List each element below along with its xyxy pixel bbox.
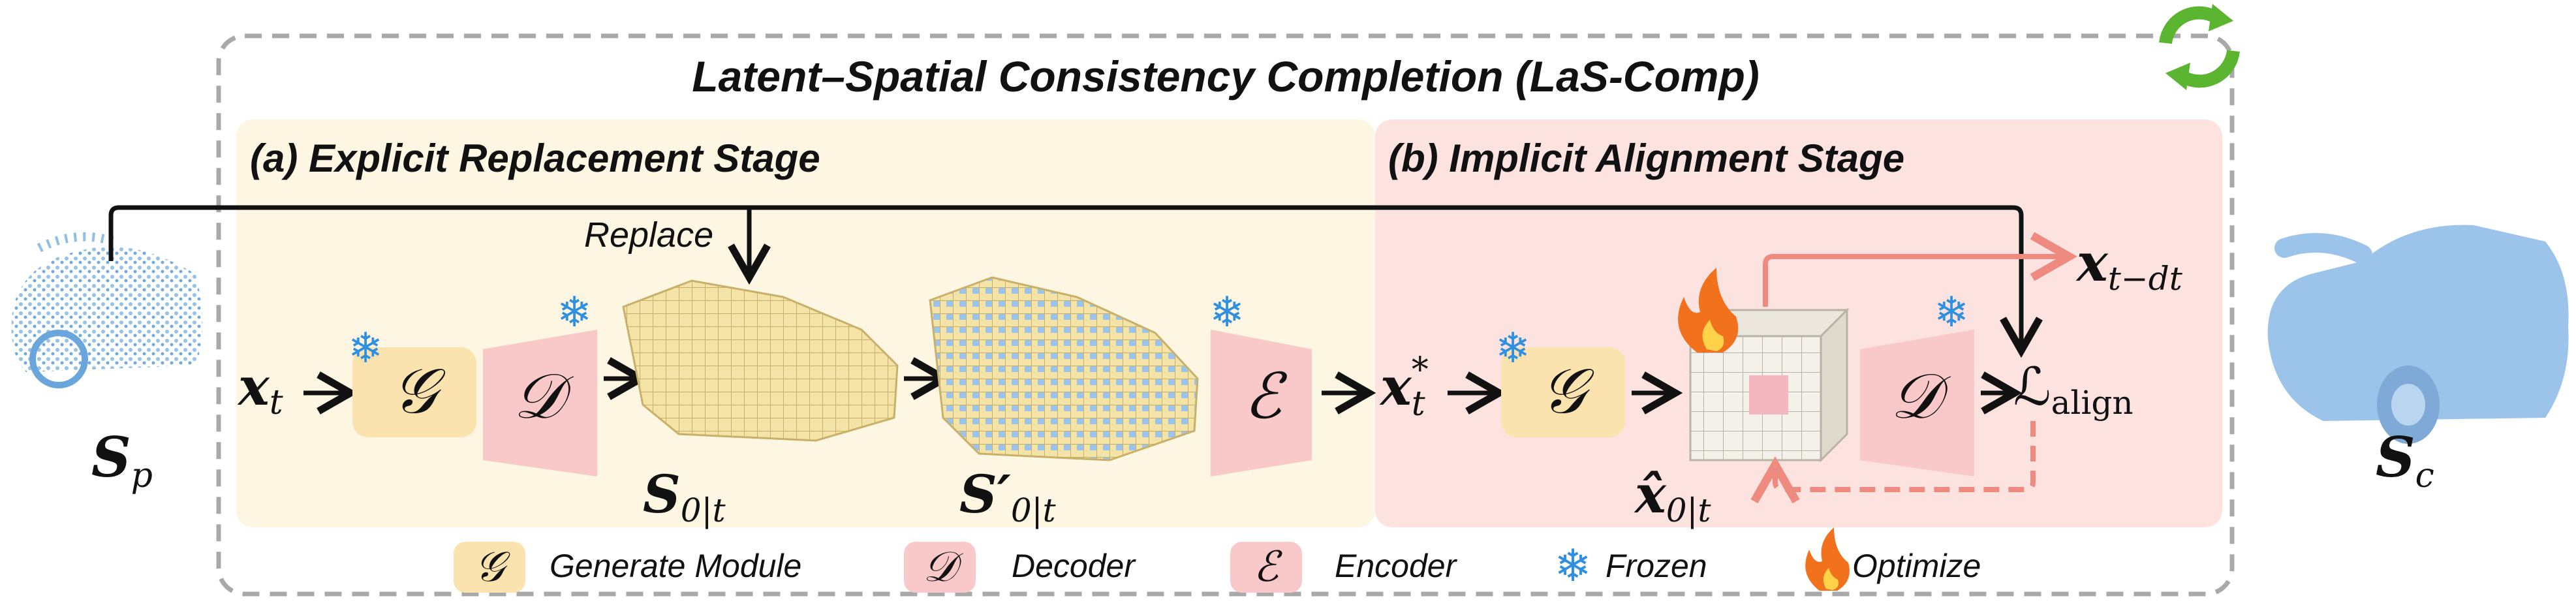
- x-hat-symbol: x̂: [1634, 463, 1667, 525]
- voxel-car: [622, 279, 899, 442]
- output-arrow: [1763, 232, 2077, 307]
- legend-item-generate-swatch: [454, 542, 525, 593]
- replaced-voxel-car: [929, 276, 1199, 461]
- s-0t-label: S0|t: [643, 463, 726, 529]
- s-c-label: Sc: [2376, 425, 2434, 495]
- x-t-label: xt: [237, 356, 283, 422]
- legend-item-encoder-symbol: ℰ: [1254, 543, 1283, 591]
- legend: 𝒢 Generate Module 𝒟 Decoder ℰ Encoder ❄ …: [454, 527, 1981, 593]
- s-c-symbol: S: [2376, 425, 2415, 490]
- loss-symbol: ℒ: [2013, 356, 2051, 417]
- x-t-dt-subscript: t−dt: [2108, 260, 2183, 298]
- s-0t-prime-subscript: 0|t: [1011, 492, 1057, 529]
- sp-route-line: [108, 205, 2043, 358]
- partial-pointcloud: [11, 232, 202, 388]
- legend-flame-icon: [1805, 527, 1850, 591]
- legend-item-frozen-label: Frozen: [1606, 548, 1707, 584]
- decoder-module-b: [1860, 330, 1974, 476]
- frozen-icon-g-a: ❄: [348, 324, 383, 371]
- x-t-dt-symbol: x: [2075, 232, 2109, 293]
- frozen-icon-g-b: ❄: [1495, 324, 1530, 371]
- completed-car: [2267, 225, 2569, 444]
- replace-label: Replace: [584, 215, 713, 255]
- s-0t-symbol: S: [643, 463, 681, 525]
- s-p-subscript: p: [131, 456, 153, 495]
- legend-snowflake-icon: ❄: [1555, 541, 1592, 591]
- loss-label: ℒalign: [2013, 356, 2134, 422]
- encoder-symbol: ℰ: [1244, 360, 1288, 433]
- loss-subscript: align: [2051, 384, 2134, 422]
- diagram-title: Latent–Spatial Consistency Completion (L…: [692, 52, 1760, 101]
- legend-item-encoder-label: Encoder: [1335, 548, 1458, 584]
- x-hat-label: x̂0|t: [1634, 463, 1711, 529]
- stage-b-label: (b) Implicit Alignment Stage: [1388, 136, 1904, 180]
- x-t-star-subscript: t: [1412, 384, 1425, 424]
- x-t-subscript: t: [270, 383, 283, 422]
- x-t-dt-label: xt−dt: [2075, 232, 2183, 298]
- legend-flame-core: [1823, 568, 1839, 590]
- frozen-icon-d-b: ❄: [1934, 289, 1969, 336]
- s-p-symbol: S: [91, 425, 131, 490]
- legend-item-encoder-swatch: [1230, 542, 1302, 593]
- legend-item-optimize-label: Optimize: [1852, 548, 1981, 584]
- s-0t-prime-label: S′0|t: [959, 463, 1057, 529]
- legend-item-decoder-label: Decoder: [1012, 548, 1136, 584]
- s-0t-prime-symbol: S′: [959, 463, 1011, 525]
- legend-item-decoder-swatch: [904, 542, 976, 593]
- decoder-module-a: [483, 330, 597, 476]
- flame-icon-cube: [1678, 268, 1739, 352]
- s-0t-subscript: 0|t: [681, 492, 726, 529]
- legend-item-generate-label: Generate Module: [550, 548, 801, 584]
- x-t-symbol: x: [237, 356, 270, 417]
- flame-core-cube: [1702, 320, 1724, 351]
- frozen-icon-e: ❄: [1209, 289, 1245, 336]
- outer-frame: [216, 33, 2235, 597]
- x-hat-subscript: 0|t: [1666, 492, 1712, 529]
- stage-a-label: (a) Explicit Replacement Stage: [250, 136, 820, 180]
- frozen-icon-d-a: ❄: [557, 289, 592, 336]
- s-c-subscript: c: [2415, 456, 2434, 495]
- x-t-star-label: x*t: [1379, 351, 1429, 424]
- generate-symbol-b: 𝒢: [1541, 354, 1594, 428]
- generate-symbol-a: 𝒢: [392, 354, 446, 428]
- s-p-label: Sp: [91, 425, 153, 495]
- x-t-star-superscript: *: [1412, 351, 1429, 390]
- encoder-module: [1211, 330, 1312, 476]
- x-t-star-symbol: x: [1379, 356, 1412, 417]
- cycle-icon: [2159, 4, 2240, 90]
- feedback-arrow: [1750, 421, 2036, 504]
- generate-module-a: [352, 347, 476, 437]
- generate-module-b: [1501, 347, 1625, 437]
